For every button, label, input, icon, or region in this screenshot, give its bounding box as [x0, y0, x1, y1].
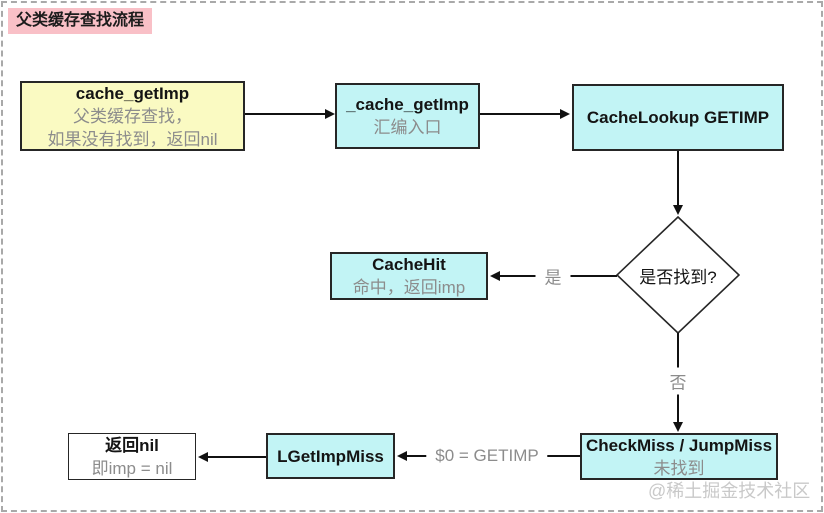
arrowhead-icon	[397, 451, 407, 461]
node-asm-entry: _cache_getImp 汇编入口	[335, 83, 480, 149]
edge-label-yes: 是	[535, 262, 571, 290]
arrow-start-to-asm	[245, 113, 327, 115]
arrowhead-icon	[673, 422, 683, 432]
node-title: CacheHit	[372, 255, 446, 274]
arrowhead-icon	[673, 205, 683, 215]
arrowhead-icon	[325, 109, 335, 119]
node-subtitle: 汇编入口	[373, 118, 442, 137]
watermark: @稀土掘金技术社区	[648, 481, 811, 501]
node-title: LGetImpMiss	[277, 446, 384, 466]
arrowhead-icon	[560, 109, 570, 119]
node-subtitle: 未找到	[653, 458, 705, 478]
arrowhead-icon	[198, 452, 208, 462]
node-cache-lookup: CacheLookup GETIMP	[572, 84, 784, 151]
node-decision-found: 是否找到?	[616, 216, 740, 334]
node-subtitle: 即imp = nil	[91, 458, 173, 478]
node-lgetimp-miss: LGetImpMiss	[266, 433, 395, 479]
node-title: _cache_getImp	[346, 95, 469, 114]
node-subtitle: 如果没有找到，返回nil	[47, 129, 218, 149]
node-cache-hit: CacheHit 命中，返回imp	[330, 252, 488, 300]
node-subtitle: 命中，返回imp	[352, 278, 466, 297]
node-check-miss: CheckMiss / JumpMiss 未找到	[580, 433, 778, 480]
node-title: cache_getImp	[75, 83, 190, 103]
node-title: 返回nil	[105, 435, 159, 455]
edge-label-getimp: $0 = GETIMP	[426, 445, 548, 467]
node-title: CacheLookup GETIMP	[586, 108, 770, 127]
arrow-lgetimp-to-nil	[207, 456, 266, 458]
node-subtitle: 父类缓存查找，	[73, 106, 192, 126]
edge-label-no: 否	[660, 367, 696, 395]
arrow-lookup-to-decision	[677, 151, 679, 207]
arrow-asm-to-lookup	[480, 113, 562, 115]
node-return-nil: 返回nil 即imp = nil	[68, 433, 196, 480]
node-title: CheckMiss / JumpMiss	[585, 435, 773, 455]
arrowhead-icon	[490, 271, 500, 281]
node-cache-getimp: cache_getImp 父类缓存查找， 如果没有找到，返回nil	[20, 81, 245, 151]
diagram-title: 父类缓存查找流程	[8, 8, 153, 34]
node-title: 是否找到?	[639, 267, 717, 287]
